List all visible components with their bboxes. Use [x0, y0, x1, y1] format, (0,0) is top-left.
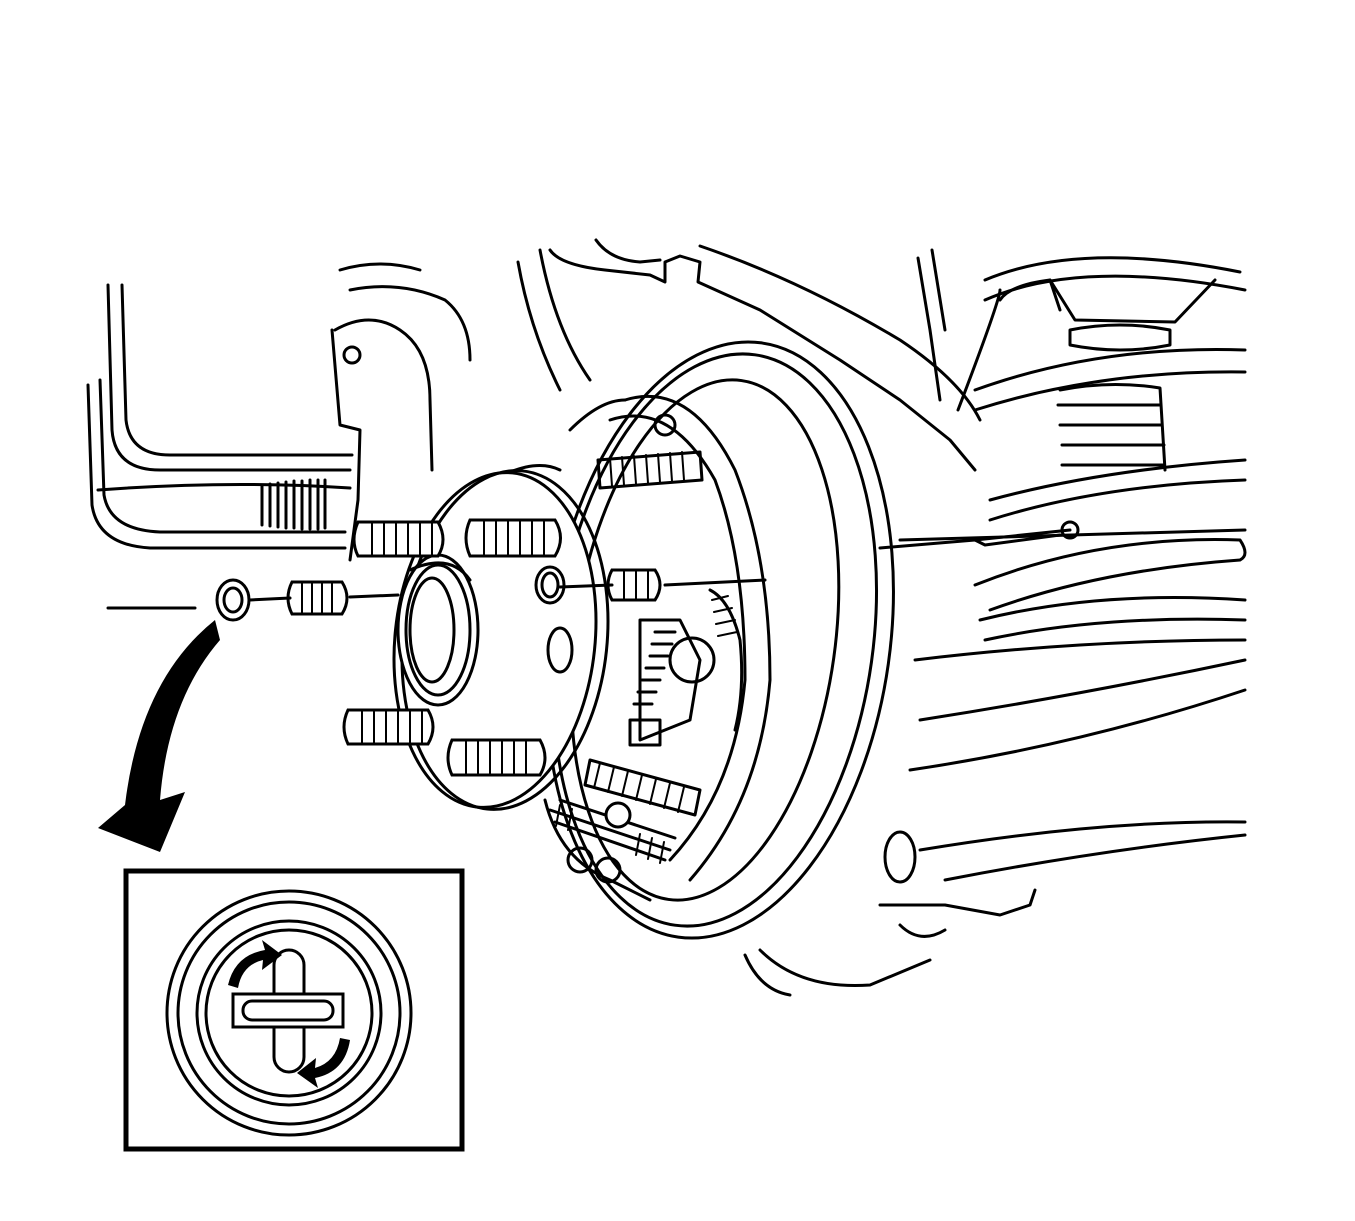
adjuster-star-wheel — [632, 618, 677, 706]
axle-beam — [743, 520, 1247, 997]
detail-inset — [123, 868, 465, 1152]
adjuster-spring — [708, 588, 744, 732]
wheel-stud-lower-left — [342, 708, 435, 746]
vent-slots — [260, 478, 327, 531]
brake-shoes — [543, 394, 772, 902]
fender-panel — [86, 283, 354, 550]
hub-access-holes — [534, 565, 574, 674]
wheel-stud-upper-right — [464, 518, 562, 558]
lower-spring-rod — [548, 798, 677, 864]
suspension-frame — [516, 238, 1002, 472]
wheel-stud-lower-right — [446, 738, 547, 777]
hold-down-cap — [215, 578, 251, 622]
callout-arrow-icon — [98, 620, 220, 852]
hub-center-bore — [396, 553, 480, 707]
wheel-stud-removed — [606, 568, 662, 602]
return-spring-upper — [596, 450, 704, 490]
wheel-stud-upper-left — [352, 520, 445, 558]
hold-down-spring — [286, 580, 349, 616]
return-spring-lower — [583, 758, 702, 817]
coil-spring — [973, 256, 1247, 642]
rotate-clockwise-arrows-icon — [228, 940, 350, 1088]
hold-down-pin-line — [106, 533, 1062, 610]
backing-plate-bracket — [330, 262, 472, 562]
